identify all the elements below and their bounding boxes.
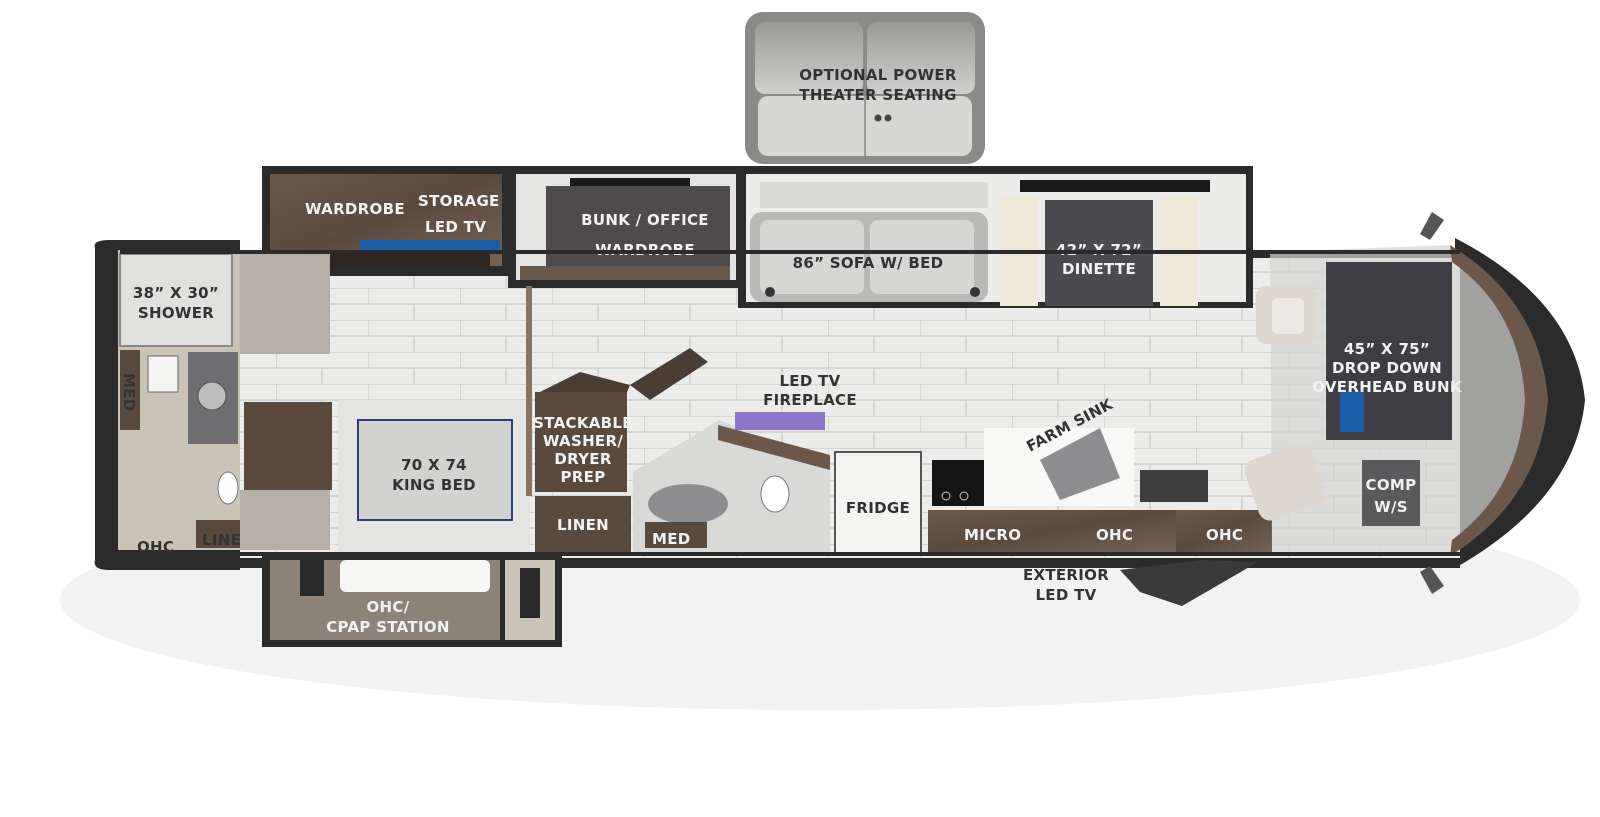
fireplace-label-2: FIREPLACE [763,391,857,409]
micro-label: MICRO [964,526,1021,544]
mid-linen-cabinet [535,496,631,552]
cooktop [932,460,984,506]
rear-bath: 38” X 30” SHOWER MED OHC LINEN [118,250,332,556]
bunk-office-label: BUNK / OFFICE [581,211,709,229]
exterior-tv-label-1: EXTERIOR [1023,566,1109,584]
mirror-top-icon [1420,212,1444,240]
slide-living: 86” SOFA W/ BED 42” X 72” DINETTE [738,166,1253,308]
washer-dryer-cabinet [535,392,627,492]
dinette-label: DINETTE [1062,260,1136,278]
rear-ohc-label: OHC [137,538,174,556]
washer-label-2: WASHER/ [543,432,623,450]
storage-label: STORAGE [418,192,500,210]
comp-workstation [1362,460,1420,526]
comp-label-1: COMP [1366,476,1417,494]
farm-sink-icon [1040,428,1120,500]
king-bed-label: KING BED [392,476,476,494]
theater-seating-label-2: THEATER SEATING [799,86,956,104]
vanity-sink-icon [197,381,227,411]
washer-label-4: PREP [561,468,606,486]
sofa-label: 86” SOFA W/ BED [793,254,944,272]
bedroom: 70 X 74 KING BED [338,286,532,558]
wardrobe-rear-label: WARDROBE [305,200,405,218]
shower-label: SHOWER [138,304,214,322]
fireplace-label-1: LED TV [779,372,840,390]
fridge-label: FRIDGE [846,499,910,517]
cpap-label-2: CPAP STATION [326,618,449,636]
kitchen: FRIDGE FARM SINK MICRO OHC OHC [834,394,1272,555]
shower [119,253,233,347]
overhead-bunk-label-3: OVERHEAD BUNK [1312,378,1463,396]
theater-seating: OPTIONAL POWER THEATER SEATING [745,12,985,164]
overhead-bunk-label-2: DROP DOWN [1332,359,1442,377]
mid-bath: STACKABLE WASHER/ DRYER PREP LINEN MED [533,348,830,552]
cpap-label-1: OHC/ [367,598,410,616]
overhead-bunk-label-1: 45” X 75” [1344,340,1430,358]
washer-label-3: DRYER [554,450,611,468]
kitchen-ohc-label: OHC [1096,526,1133,544]
rear-med-label: MED [120,373,138,412]
mid-linen-label: LINEN [557,516,609,534]
kitchen-cabinets [928,510,1176,552]
mirror-bottom-icon [1420,566,1444,594]
slide-bunk-office: BUNK / OFFICE WARDROBE [508,166,743,288]
slide-cpap: OHC/ CPAP STATION [262,555,562,647]
driver-seat [1244,443,1326,521]
theater-seating-label-1: OPTIONAL POWER [799,66,957,84]
bedroom-led-tv-label: LED TV [425,218,486,236]
shower-size-label: 38” X 30” [133,284,219,302]
exterior-tv [1120,560,1258,606]
exterior-tv-label-2: LED TV [1035,586,1096,604]
mid-sink-icon [648,484,728,524]
front-ohc-label: OHC [1206,526,1243,544]
comp-label-2: W/S [1374,498,1408,516]
washer-label-1: STACKABLE [533,414,633,432]
cab: 45” X 75” DROP DOWN OVERHEAD BUNK COMP W… [1244,212,1548,594]
toilet-icon [217,471,239,505]
mid-med-label: MED [652,530,691,548]
front-cabinets [1176,510,1272,552]
king-bed-size-label: 70 X 74 [401,456,467,474]
mid-toilet-icon [760,475,790,513]
